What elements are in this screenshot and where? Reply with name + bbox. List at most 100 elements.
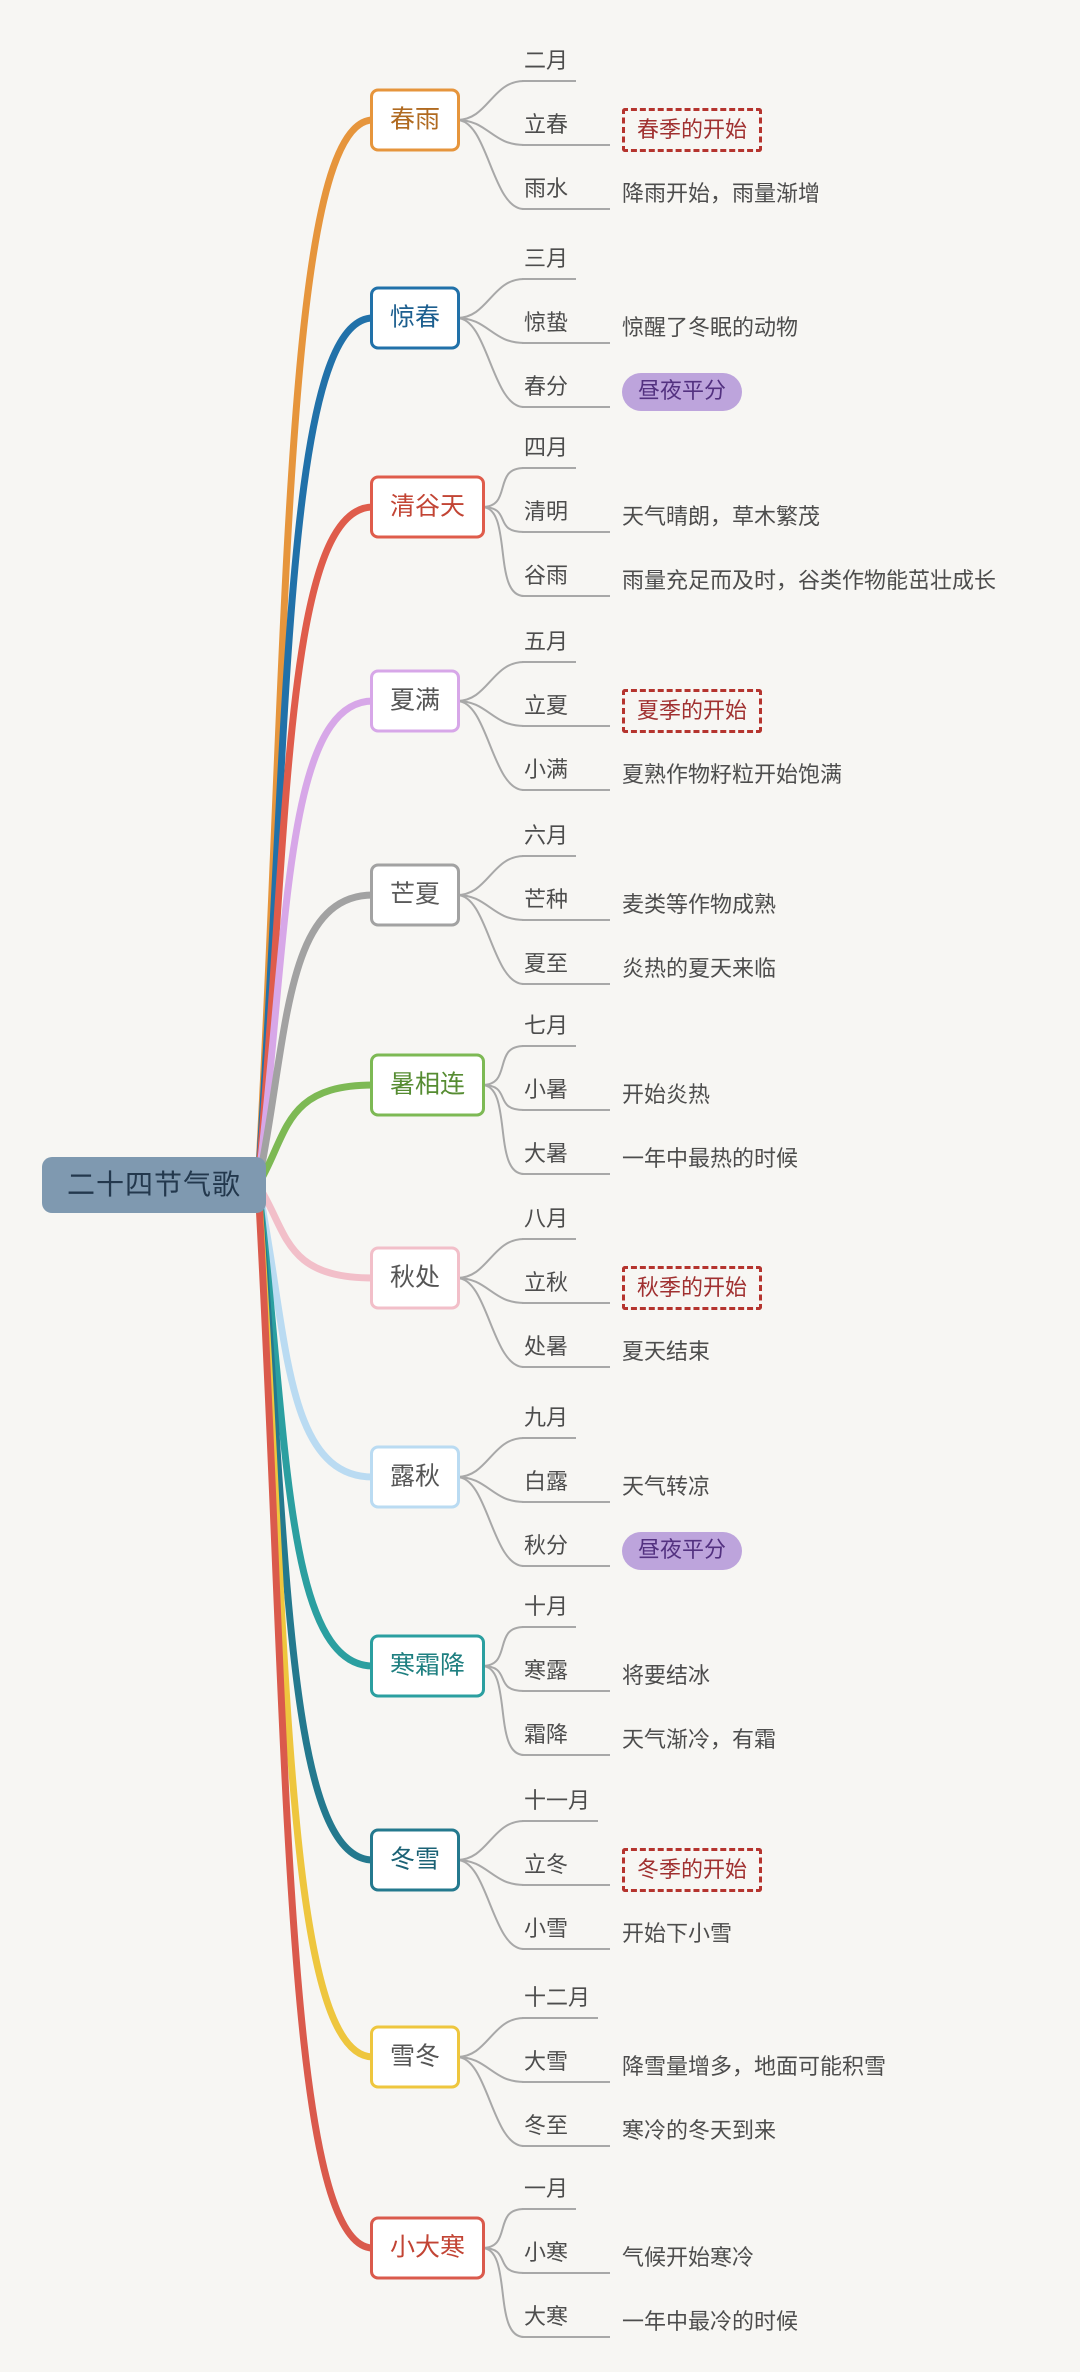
term-description[interactable]: 秋季的开始 [622,1266,763,1310]
branch-node[interactable]: 秋处 [370,1246,461,1310]
term-row: 立秋 秋季的开始 [522,1266,763,1310]
term-description[interactable]: 天气晴朗，草木繁茂 [622,504,821,529]
month-node[interactable]: 六月 [522,825,577,857]
term-node[interactable]: 立冬 [522,1854,611,1886]
term-node[interactable]: 寒露 [522,1660,611,1692]
term-node[interactable]: 小雪 [522,1918,611,1950]
month-node[interactable]: 十二月 [522,1987,599,2019]
branch-node[interactable]: 惊春 [370,286,461,350]
term-description[interactable]: 昼夜平分 [622,1532,743,1570]
term-description[interactable]: 天气渐冷，有霜 [622,1727,777,1752]
branch-label: 秋处 [390,1263,441,1292]
month-node[interactable]: 十一月 [522,1790,599,1822]
term-description[interactable]: 春季的开始 [622,108,763,152]
term-description[interactable]: 将要结冰 [622,1663,711,1688]
term-node[interactable]: 芒种 [522,889,611,921]
term-node[interactable]: 处暑 [522,1336,611,1368]
term-description[interactable]: 寒冷的冬天到来 [622,2118,777,2143]
term-row: 白露 天气转凉 [522,1469,742,1505]
term-node[interactable]: 冬至 [522,2115,611,2147]
month-row: 三月 [522,246,798,282]
branch-label: 春雨 [390,105,441,134]
term-description[interactable]: 雨量充足而及时，谷类作物能茁壮成长 [622,568,997,593]
branch-node[interactable]: 暑相连 [370,1053,486,1117]
term-node[interactable]: 小暑 [522,1079,611,1111]
term-node[interactable]: 清明 [522,501,611,533]
month-row: 四月 [522,435,996,471]
term-node[interactable]: 立夏 [522,695,611,727]
term-node[interactable]: 立春 [522,114,611,146]
term-description[interactable]: 夏天结束 [622,1339,711,1364]
branch-node[interactable]: 寒霜降 [370,1634,486,1698]
term-node[interactable]: 立秋 [522,1272,611,1304]
term-description[interactable]: 天气转凉 [622,1474,711,1499]
branch-node[interactable]: 冬雪 [370,1828,461,1892]
term-node[interactable]: 小寒 [522,2242,611,2274]
term-description[interactable]: 夏熟作物籽粒开始饱满 [622,762,843,787]
branch-children: 三月 惊蛰 惊醒了冬眠的动物 春分 昼夜平分 [522,246,799,411]
term-node[interactable]: 大雪 [522,2051,611,2083]
month-node[interactable]: 二月 [522,50,577,82]
term-node[interactable]: 白露 [522,1471,611,1503]
month-node[interactable]: 七月 [522,1015,577,1047]
term-description[interactable]: 开始炎热 [622,1082,711,1107]
term-node[interactable]: 小满 [522,759,611,791]
term-description[interactable]: 炎热的夏天来临 [622,956,777,981]
month-node[interactable]: 八月 [522,1208,577,1240]
term-description[interactable]: 冬季的开始 [622,1848,763,1892]
month-node[interactable]: 三月 [522,248,577,280]
term-row: 小雪 开始下小雪 [522,1916,762,1952]
term-node[interactable]: 谷雨 [522,565,611,597]
branch-children: 八月 立秋 秋季的开始 处暑 夏天结束 [522,1206,763,1370]
term-node[interactable]: 雨水 [522,178,611,210]
branch-node[interactable]: 雪冬 [370,2025,461,2089]
root-node[interactable]: 二十四节气歌 [42,1157,267,1213]
term-row: 大暑 一年中最热的时候 [522,1141,798,1177]
term-description[interactable]: 一年中最冷的时候 [622,2309,799,2334]
branch-node[interactable]: 夏满 [370,669,461,733]
term-node[interactable]: 秋分 [522,1535,611,1567]
term-description[interactable]: 麦类等作物成熟 [622,892,777,917]
term-description[interactable]: 惊醒了冬眠的动物 [622,315,799,340]
month-row: 十一月 [522,1788,762,1824]
branch-node[interactable]: 露秋 [370,1445,461,1509]
term-description[interactable]: 降雨开始，雨量渐增 [622,181,821,206]
term-description[interactable]: 降雪量增多，地面可能积雪 [622,2054,887,2079]
branch-children: 九月 白露 天气转凉 秋分 昼夜平分 [522,1405,743,1570]
term-description[interactable]: 气候开始寒冷 [622,2245,755,2270]
month-node[interactable]: 四月 [522,437,577,469]
month-row: 二月 [522,48,820,84]
term-description[interactable]: 一年中最热的时候 [622,1146,799,1171]
term-node[interactable]: 大暑 [522,1143,611,1175]
month-row: 十月 [522,1594,776,1630]
term-row: 秋分 昼夜平分 [522,1532,743,1570]
month-node[interactable]: 五月 [522,631,577,663]
branch-node[interactable]: 小大寒 [370,2216,486,2280]
term-row: 大雪 降雪量增多，地面可能积雪 [522,2049,886,2085]
root-label: 二十四节气歌 [67,1169,242,1200]
month-node[interactable]: 一月 [522,2178,577,2210]
branch-children: 一月 小寒 气候开始寒冷 大寒 一年中最冷的时候 [522,2176,798,2340]
term-row: 立冬 冬季的开始 [522,1848,763,1892]
branch-node[interactable]: 芒夏 [370,863,461,927]
branch-children: 十二月 大雪 降雪量增多，地面可能积雪 冬至 寒冷的冬天到来 [522,1985,886,2149]
term-row: 清明 天气晴朗，草木繁茂 [522,499,996,535]
term-node[interactable]: 大寒 [522,2306,611,2338]
month-node[interactable]: 十月 [522,1596,577,1628]
term-row: 谷雨 雨量充足而及时，谷类作物能茁壮成长 [522,563,996,599]
term-node[interactable]: 夏至 [522,953,611,985]
branch-node[interactable]: 清谷天 [370,475,486,539]
term-description[interactable]: 昼夜平分 [622,373,743,411]
month-node[interactable]: 九月 [522,1407,577,1439]
branch-label: 冬雪 [390,1845,441,1874]
month-row: 九月 [522,1405,742,1441]
term-node[interactable]: 春分 [522,376,611,408]
branch-children: 四月 清明 天气晴朗，草木繁茂 谷雨 雨量充足而及时，谷类作物能茁壮成长 [522,435,996,599]
term-node[interactable]: 惊蛰 [522,312,611,344]
term-description[interactable]: 开始下小雪 [622,1921,733,1946]
branch-label: 雪冬 [390,2042,441,2071]
term-description[interactable]: 夏季的开始 [622,689,763,733]
branch-node[interactable]: 春雨 [370,88,461,152]
term-node[interactable]: 霜降 [522,1724,611,1756]
